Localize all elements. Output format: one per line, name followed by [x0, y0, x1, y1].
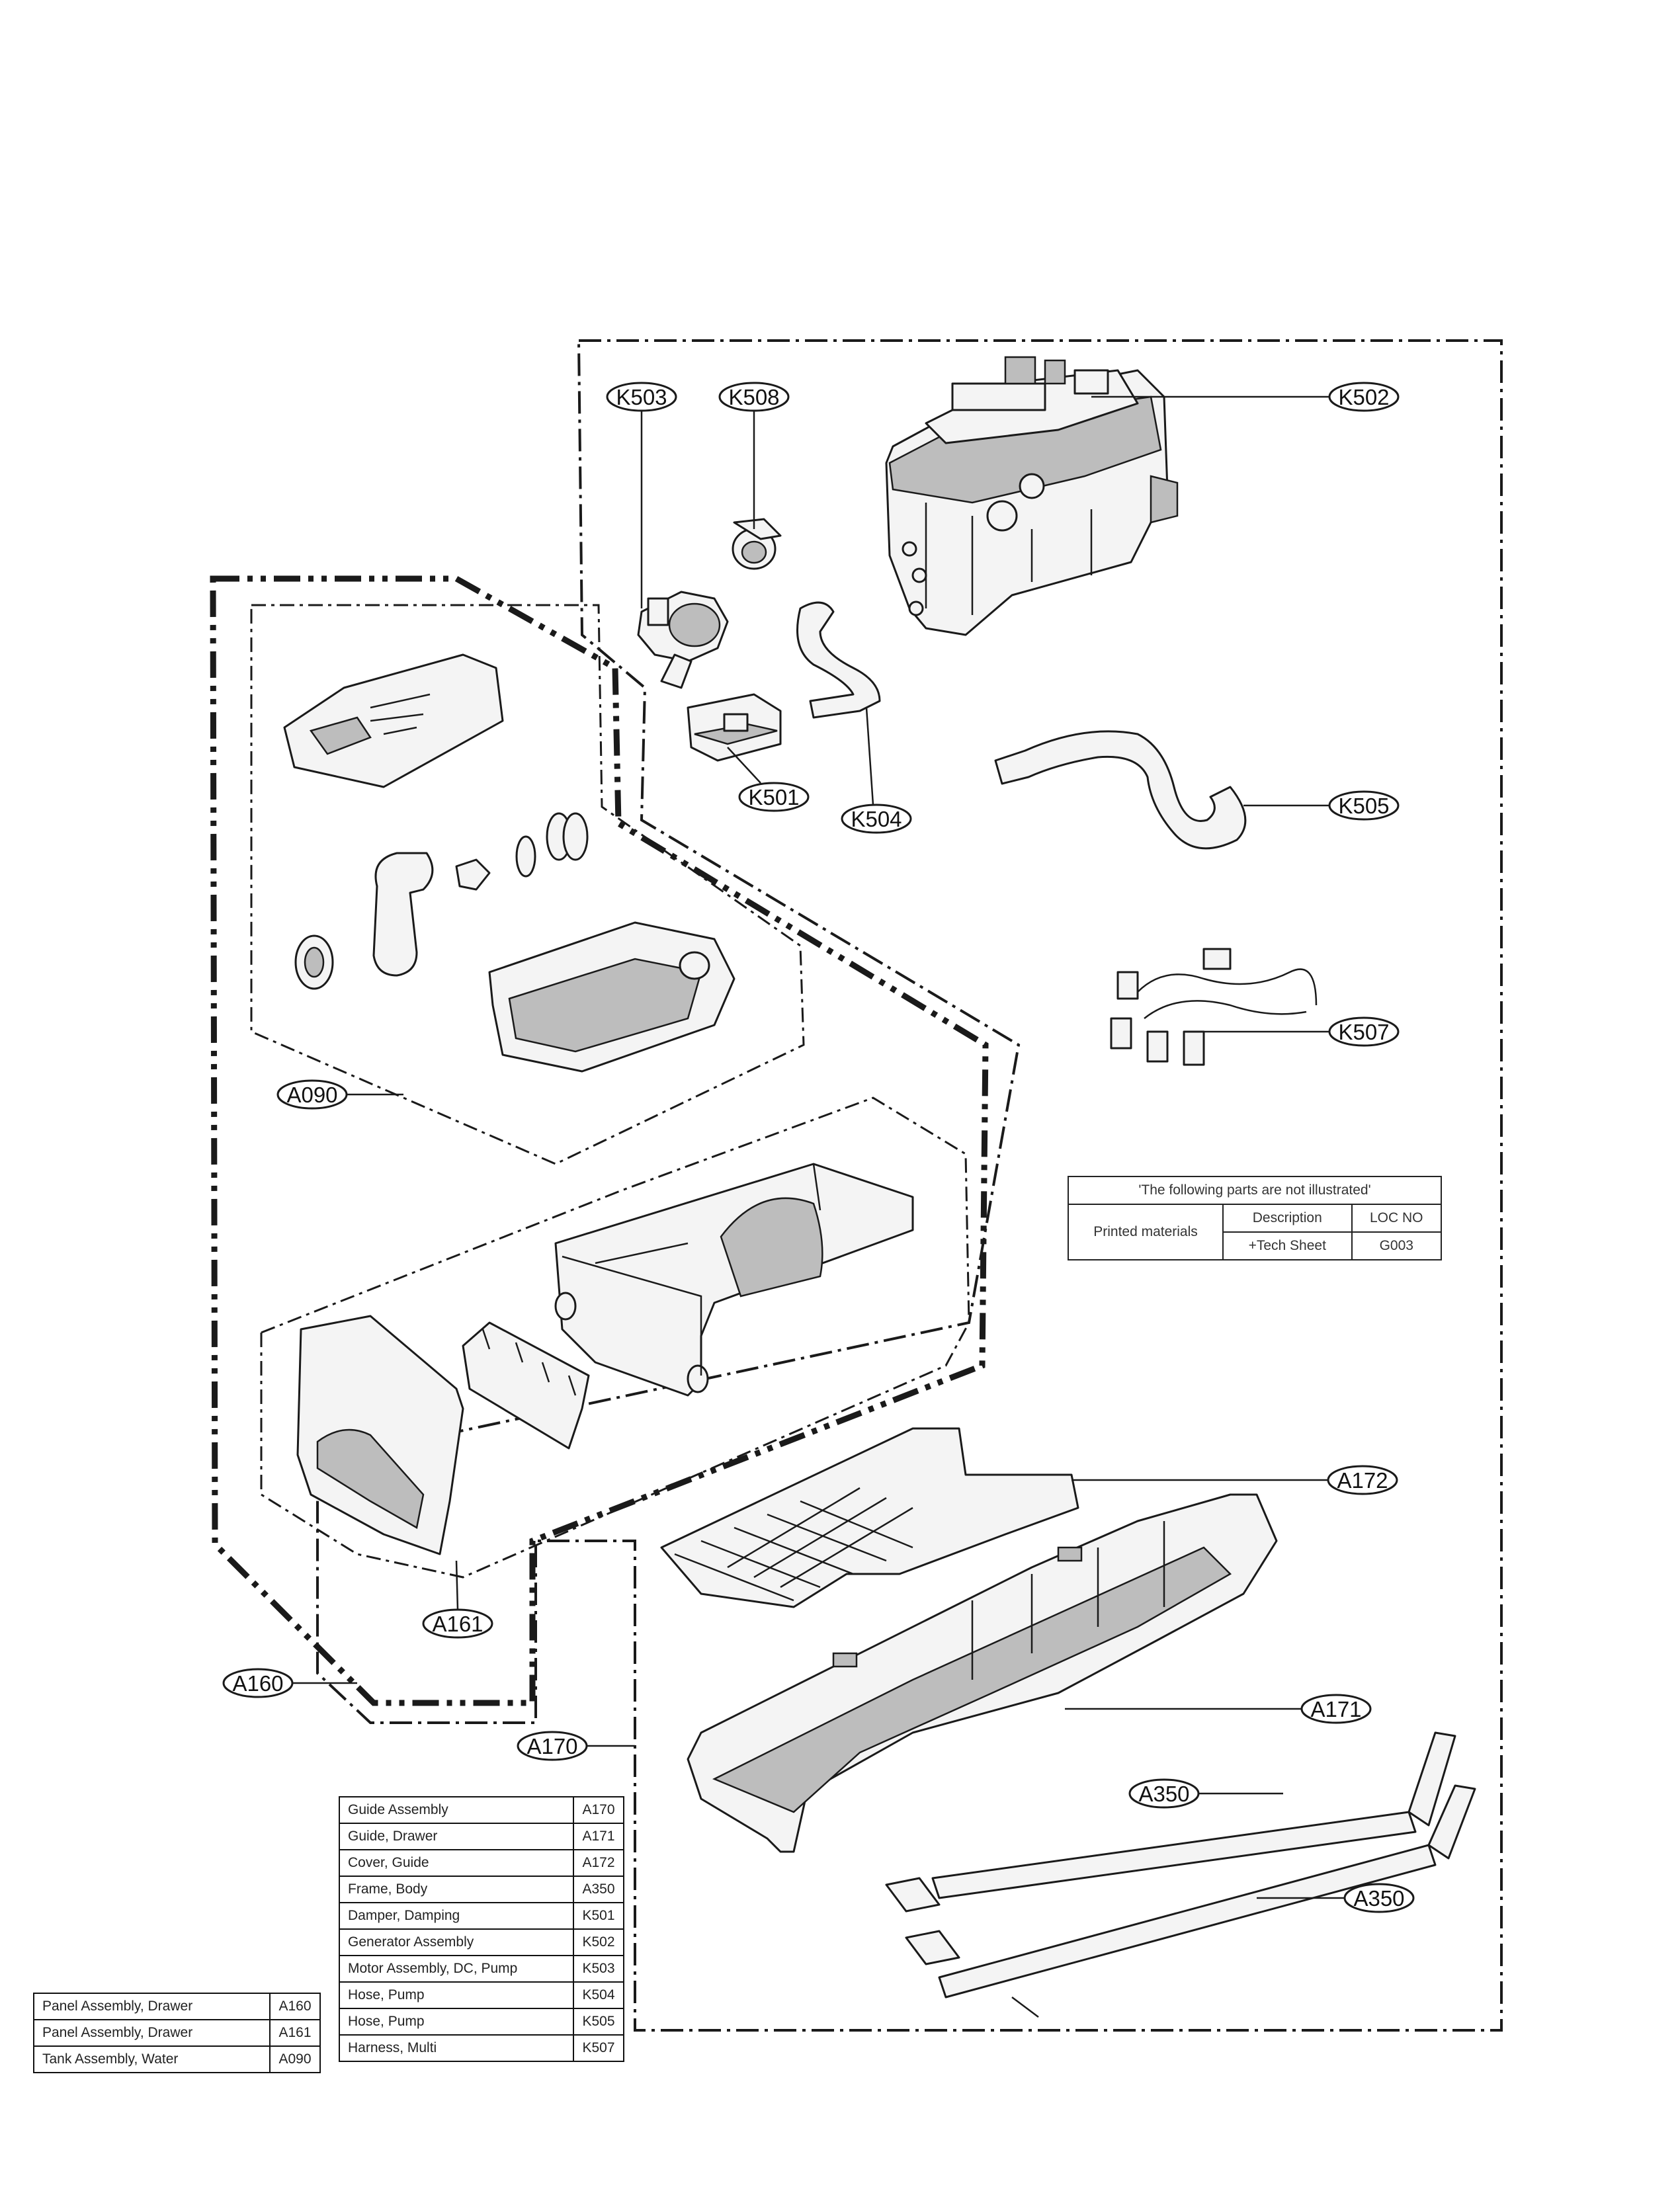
callout-k508-label: K508	[728, 385, 779, 409]
a090-boundary	[250, 604, 805, 1165]
callout-k507-label: K507	[1338, 1020, 1389, 1044]
printed-materials-cell: Printed materials	[1068, 1204, 1224, 1260]
callout-k507: K507	[1204, 1016, 1400, 1047]
a170-guide-assembly-parts	[660, 1427, 1278, 1853]
callout-a171-label: A171	[1310, 1697, 1361, 1721]
not-illustrated-table: 'The following parts are not illustrated…	[1068, 1176, 1443, 1260]
callout-a172-label: A172	[1337, 1468, 1388, 1493]
k507-harness-part	[1110, 948, 1318, 1066]
part-loc: A171	[573, 1823, 624, 1850]
part-description: Guide, Drawer	[339, 1823, 574, 1850]
part-loc: K502	[573, 1928, 624, 1956]
callouts: K503 K508 K502 K501 K504 K505	[222, 382, 1415, 1913]
tech-sheet-cell: +Tech Sheet	[1222, 1231, 1353, 1260]
callout-a172: A172	[1071, 1465, 1398, 1495]
callout-a350-top-label: A350	[1138, 1782, 1189, 1806]
a160-boundary	[210, 575, 989, 1706]
callout-k502-label: K502	[1338, 385, 1389, 409]
callout-a350-bottom: A350	[1257, 1883, 1415, 1913]
k501-damper-part	[687, 693, 782, 762]
callout-k508: K508	[718, 382, 790, 529]
callout-a090: A090	[276, 1079, 403, 1110]
k503-pump-motor-part	[637, 591, 729, 689]
not-illustrated-header: 'The following parts are not illustrated…	[1068, 1176, 1442, 1205]
k508-clamp-part	[732, 518, 782, 570]
a090-tank-parts	[283, 653, 735, 1073]
part-loc: A350	[573, 1876, 624, 1903]
callout-k501: K501	[727, 747, 810, 812]
callout-a350-top: A350	[1128, 1778, 1283, 1809]
callout-a160: A160	[222, 1668, 357, 1698]
part-description: Cover, Guide	[339, 1849, 574, 1877]
callout-a170: A170	[517, 1731, 635, 1761]
callout-a161-label: A161	[432, 1612, 483, 1636]
callout-a171: A171	[1065, 1694, 1372, 1724]
part-loc: K501	[573, 1902, 624, 1930]
callout-a170-label: A170	[526, 1734, 577, 1758]
a350-frame-parts	[885, 1731, 1476, 2018]
callout-k503: K503	[606, 382, 677, 608]
k504-hose-part	[796, 601, 881, 719]
part-description: Hose, Pump	[339, 2008, 574, 2036]
part-description: Motor Assembly, DC, Pump	[339, 1955, 574, 1983]
part-description: Generator Assembly	[339, 1928, 574, 1956]
callout-a160-label: A160	[232, 1671, 283, 1696]
a161-panel-and-drawer-parts	[296, 1163, 914, 1555]
part-description: Hose, Pump	[339, 1981, 574, 2009]
part-description: Damper, Damping	[339, 1902, 574, 1930]
callout-k502: K502	[1091, 382, 1400, 412]
part-loc: K503	[573, 1955, 624, 1983]
tech-sheet-loc: G003	[1351, 1231, 1443, 1260]
part-description: Harness, Multi	[339, 2034, 574, 2062]
part-loc: A172	[573, 1849, 624, 1877]
callout-k504: K504	[841, 707, 912, 834]
callout-k503-label: K503	[616, 385, 667, 409]
part-loc: A160	[269, 1993, 321, 2020]
part-loc: K504	[573, 1981, 624, 2009]
part-loc: K505	[573, 2008, 624, 2036]
part-description: Panel Assembly, Drawer	[33, 2019, 271, 2047]
a161-boundary	[260, 1096, 970, 1579]
callout-a350-bottom-label: A350	[1353, 1886, 1404, 1911]
part-description: Frame, Body	[339, 1876, 574, 1903]
callout-k501-label: K501	[748, 785, 799, 809]
callout-a090-label: A090	[286, 1083, 337, 1107]
callout-k505-label: K505	[1338, 794, 1389, 818]
part-description: Panel Assembly, Drawer	[33, 1993, 271, 2020]
callout-k504-label: K504	[851, 807, 902, 831]
part-description: Guide Assembly	[339, 1796, 574, 1824]
part-description: Tank Assembly, Water	[33, 2045, 271, 2073]
k505-hose-part	[994, 730, 1247, 850]
part-loc: K507	[573, 2034, 624, 2062]
loc-no-header: LOC NO	[1351, 1204, 1443, 1233]
description-header: Description	[1222, 1204, 1353, 1233]
part-loc: A161	[269, 2019, 321, 2047]
k502-generator-part	[885, 356, 1179, 636]
k-group-boundary	[316, 339, 1503, 2032]
part-loc: A090	[269, 2045, 321, 2073]
callout-k505: K505	[1243, 790, 1400, 821]
callout-a161: A161	[422, 1560, 493, 1639]
part-loc: A170	[573, 1796, 624, 1824]
